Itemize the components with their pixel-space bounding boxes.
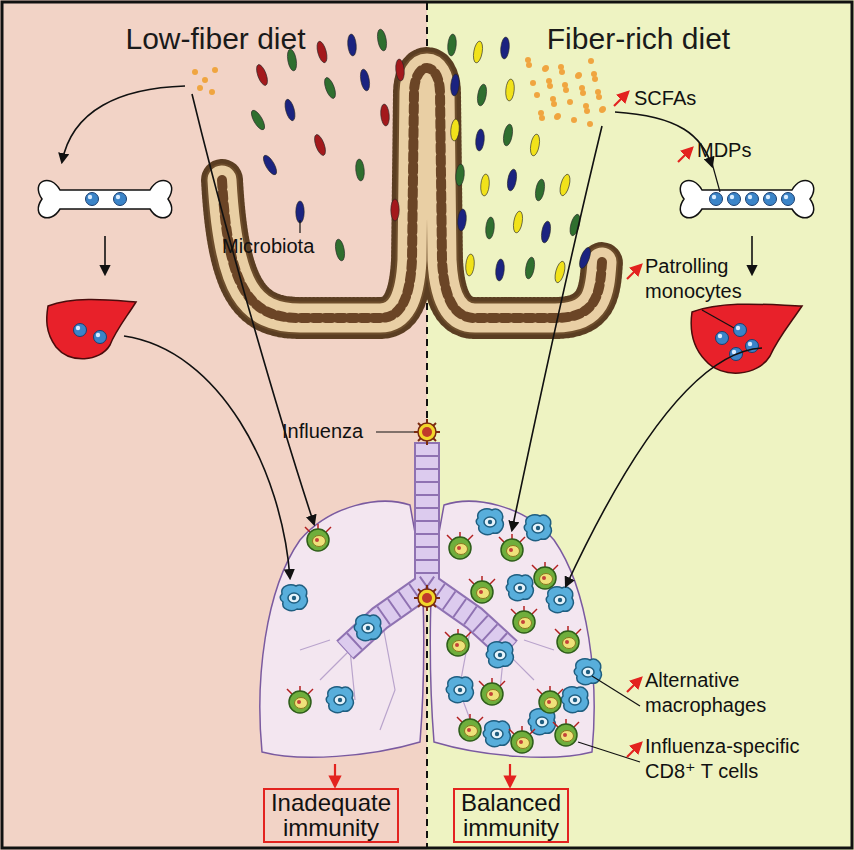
tcell-label: Influenza-specific CD8⁺ T cells (645, 734, 845, 784)
scfa-label: SCFAs (634, 86, 696, 111)
diet-panel: Fiber-rich dietBalanced immunity (427, 4, 850, 846)
virus-label: Influenza (282, 419, 363, 444)
diet-panel: Low-fiber dietInadequate immunity (4, 4, 427, 846)
macrophage-label: Alternative macrophages (645, 668, 795, 718)
microbiota-label: Microbiota (222, 234, 314, 259)
outcome-text: Inadequate immunity (271, 791, 391, 840)
panel-title: Fiber-rich diet (427, 22, 850, 56)
outcome-text: Balanced immunity (461, 791, 561, 840)
outcome-box: Inadequate immunity (263, 788, 399, 843)
progenitor-label: MDPs (697, 138, 751, 163)
monocyte-label: Patrolling monocytes (645, 254, 795, 304)
outcome-box: Balanced immunity (453, 788, 569, 843)
panel-title: Low-fiber diet (4, 22, 427, 56)
